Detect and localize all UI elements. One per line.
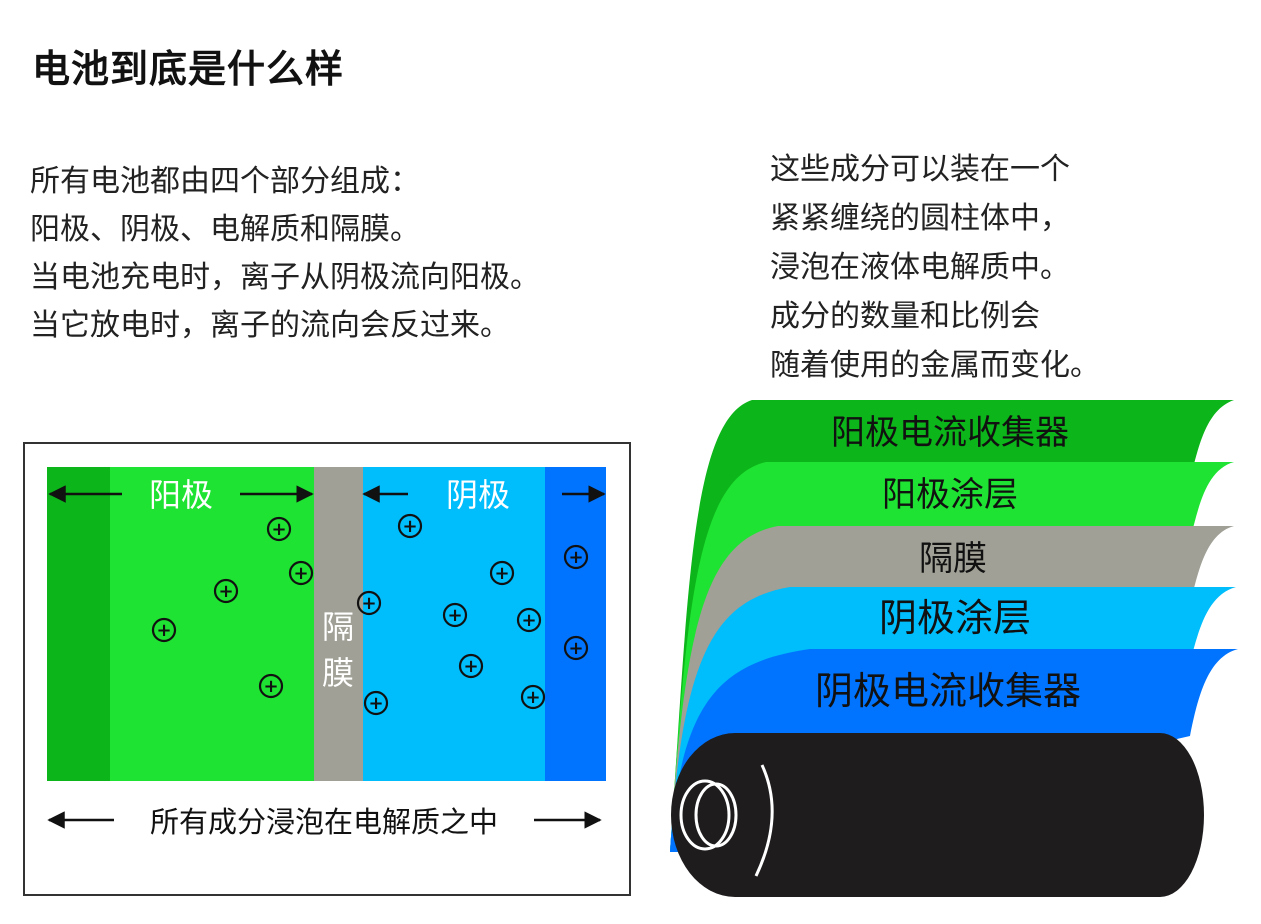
intro-left-text: 所有电池都由四个部分组成： 阳极、阴极、电解质和隔膜。 当电池充电时，离子从阴极… — [30, 158, 540, 350]
ion-marker: + — [266, 516, 292, 542]
ion-plus-sign: + — [368, 693, 383, 714]
anode-collector-region — [47, 467, 110, 781]
ion-plus-sign: + — [521, 610, 536, 631]
roll-diagram: 阳极电流收集器 阳极涂层 隔膜 阴极涂层 阴极电流收集器 — [670, 400, 1238, 897]
roll-curl-line — [754, 764, 774, 877]
ion-circle — [288, 560, 314, 586]
ion-plus-sign: + — [218, 581, 233, 602]
ion-circle — [520, 684, 546, 710]
anode-label: 阳极 — [149, 476, 213, 514]
ion-plus-sign: + — [402, 516, 417, 537]
ion-circle — [442, 602, 468, 628]
separator-region — [314, 467, 363, 781]
ion-circle — [563, 544, 589, 570]
intro-right-line: 紧紧缠绕的圆柱体中， — [770, 201, 1070, 236]
intro-right-line: 成分的数量和比例会 — [770, 299, 1040, 334]
layer-label-anode-coating: 阳极涂层 — [882, 475, 1018, 515]
layer-label-separator: 隔膜 — [919, 539, 987, 579]
ion-plus-sign: + — [463, 656, 478, 677]
ion-plus-sign: + — [271, 519, 286, 540]
ion-group: + + + + + + + + + + + + + + + — [151, 513, 589, 716]
roll-end-inner-ring — [694, 782, 738, 848]
layer-label-cathode-coating: 阴极涂层 — [879, 596, 1031, 640]
ion-circle — [516, 607, 542, 633]
ion-circle — [151, 617, 177, 643]
ion-circle — [563, 635, 589, 661]
ion-marker: + — [489, 560, 515, 586]
cathode-label: 阴极 — [446, 476, 510, 514]
intro-left-line: 当它放电时，离子的流向会反过来。 — [30, 308, 510, 343]
ion-plus-sign: + — [568, 547, 583, 568]
ion-circle — [458, 653, 484, 679]
separator-label-char-2: 膜 — [322, 654, 354, 692]
cylinder-roll — [671, 733, 1204, 897]
ion-marker: + — [563, 544, 589, 570]
separator-label-char-1: 隔 — [322, 608, 354, 646]
ion-circle — [397, 513, 423, 539]
intro-right-text: 这些成分可以装在一个 紧紧缠绕的圆柱体中， 浸泡在液体电解质中。 成分的数量和比… — [770, 145, 1100, 390]
cell-diagram: 阳极 阴极 隔 膜 隔膜 +++++++++++++++ 所有成分浸泡在电解质之… — [23, 442, 631, 896]
ion-circle — [363, 690, 389, 716]
ion-marker: + — [363, 690, 389, 716]
intro-right-line: 这些成分可以装在一个 — [770, 152, 1070, 187]
ion-plus-sign: + — [293, 563, 308, 584]
cathode-region — [363, 467, 545, 781]
ion-marker: + — [151, 617, 177, 643]
anode-region — [110, 467, 314, 781]
intro-right-line: 随着使用的金属而变化。 — [770, 348, 1100, 383]
ion-circle — [489, 560, 515, 586]
ion-circle — [258, 673, 284, 699]
ion-marker: + — [356, 590, 382, 616]
ion-plus-sign: + — [447, 605, 462, 626]
intro-left-line: 所有电池都由四个部分组成： — [30, 164, 420, 199]
page-title: 电池到底是什么样 — [32, 47, 345, 91]
intro-left-line: 阳极、阴极、电解质和隔膜。 — [30, 212, 420, 247]
ion-marker: + — [520, 684, 546, 710]
ion-marker: + — [458, 653, 484, 679]
ion-circle — [356, 590, 382, 616]
ion-marker: + — [563, 635, 589, 661]
intro-right-line: 浸泡在液体电解质中。 — [770, 250, 1070, 285]
roll-end-outer-ring — [679, 779, 731, 851]
ion-plus-sign: + — [525, 687, 540, 708]
ion-plus-sign: + — [263, 676, 278, 697]
cathode-collector-region — [545, 467, 606, 781]
ion-marker: + — [516, 607, 542, 633]
ion-marker: + — [397, 513, 423, 539]
ion-marker: + — [288, 560, 314, 586]
ion-circle — [266, 516, 292, 542]
ion-plus-sign: + — [568, 638, 583, 659]
ion-marker: + — [258, 673, 284, 699]
layer-label-anode-collector: 阳极电流收集器 — [831, 413, 1069, 453]
electrolyte-caption: 所有成分浸泡在电解质之中 — [150, 805, 498, 839]
intro-left-line: 当电池充电时，离子从阴极流向阳极。 — [30, 260, 540, 295]
ion-plus-sign: + — [494, 563, 509, 584]
ion-plus-sign: + — [156, 620, 171, 641]
layer-label-cathode-collector: 阴极电流收集器 — [815, 669, 1081, 713]
ion-marker: + — [442, 602, 468, 628]
ion-marker: + — [213, 578, 239, 604]
ion-plus-sign: + — [361, 593, 376, 614]
ion-circle — [213, 578, 239, 604]
